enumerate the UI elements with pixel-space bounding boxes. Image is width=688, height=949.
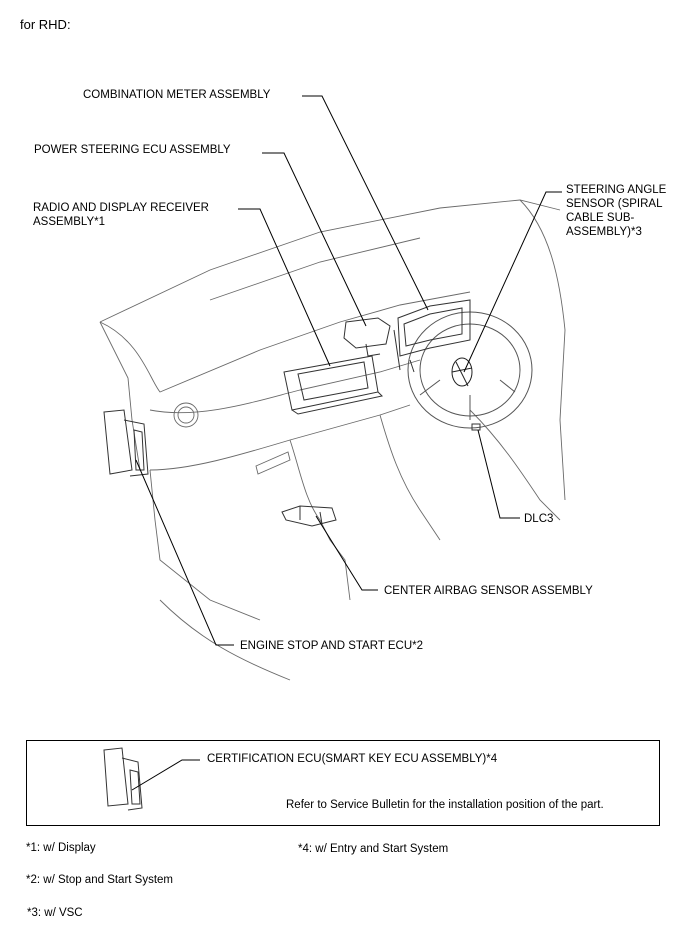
label-engine-stop-start: ENGINE STOP AND START ECU*2: [240, 640, 423, 652]
left-air-vent: [173, 402, 199, 428]
leader-lines: [135, 95, 562, 646]
dash-defroster: [209, 237, 421, 301]
engine-stop-start-ecu-drawing: [103, 409, 149, 477]
label-steering-angle-line4: ASSEMBLY)*3: [566, 226, 642, 238]
label-certification-ecu: CERTIFICATION ECU(SMART KEY ECU ASSEMBLY…: [207, 753, 498, 765]
glovebox-handle: [255, 451, 291, 475]
radio-display-drawing: [283, 355, 384, 415]
leader-radio-display: [238, 208, 331, 367]
label-combination-meter: COMBINATION METER ASSEMBLY: [83, 89, 271, 101]
label-dlc3: DLC3: [524, 513, 554, 525]
footnote-3: *3: w/ VSC: [27, 907, 83, 919]
center-console: [289, 439, 351, 601]
dash-right-lower: [469, 409, 561, 521]
dash-upper-surface: [99, 291, 471, 393]
leader-power-steering: [262, 152, 367, 327]
dlc3-drawing: [471, 423, 481, 431]
label-radio-display-line1: RADIO AND DISPLAY RECEIVER: [33, 202, 209, 214]
leader-engine-stop-start: [135, 459, 234, 646]
page-heading: for RHD:: [20, 17, 71, 32]
label-radio-display-line2: ASSEMBLY*1: [33, 216, 106, 228]
console-right: [379, 414, 441, 541]
label-steering-angle-line2: SENSOR (SPIRAL: [566, 198, 663, 210]
label-power-steering-ecu: POWER STEERING ECU ASSEMBLY: [34, 144, 231, 156]
label-steering-angle-line1: STEERING ANGLE: [566, 184, 667, 196]
dash-lower-face: [149, 404, 411, 471]
dash-top-edge: [99, 199, 561, 323]
glovebox-outline: [149, 469, 261, 621]
leader-dlc3: [477, 429, 520, 519]
center-airbag-sensor-drawing: [281, 505, 337, 527]
dash-right-side: [519, 199, 566, 501]
legend-note: Refer to Service Bulletin for the instal…: [286, 799, 604, 811]
combination-meter-drawing: [393, 299, 471, 373]
leader-combination-meter: [302, 95, 429, 311]
label-steering-angle-line3: CABLE SUB-: [566, 212, 635, 224]
dashboard-outline: [99, 199, 566, 681]
dash-front-face: [149, 359, 421, 414]
leader-steering-angle: [463, 191, 562, 373]
footnote-4: *4: w/ Entry and Start System: [298, 843, 449, 855]
footnote-2: *2: w/ Stop and Start System: [26, 874, 174, 886]
label-center-airbag: CENTER AIRBAG SENSOR ASSEMBLY: [384, 585, 593, 597]
legend-box: [26, 740, 660, 826]
floor-line: [159, 599, 291, 681]
leader-center-airbag: [315, 515, 378, 591]
power-steering-ecu-drawing: [343, 317, 391, 357]
dash-left-side: [99, 321, 141, 471]
footnote-1: *1: w/ Display: [26, 842, 96, 854]
leader-certification-ecu: [131, 759, 200, 791]
